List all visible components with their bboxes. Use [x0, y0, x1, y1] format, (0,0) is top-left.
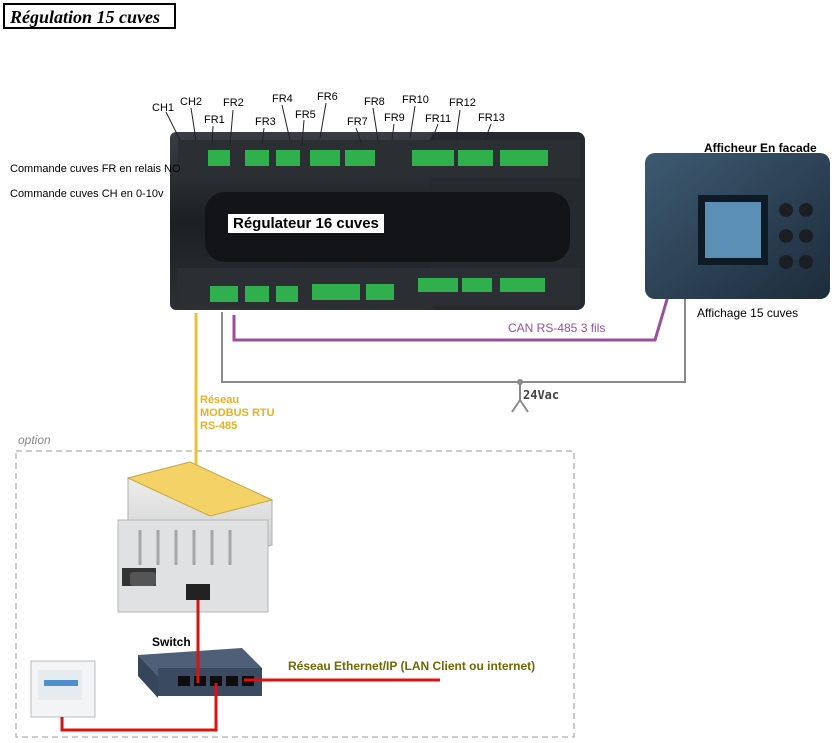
channel-label-fr1: FR1 [204, 114, 225, 126]
bottom-terminals [210, 278, 545, 302]
channel-label-fr7: FR7 [347, 116, 368, 128]
channel-label-fr10: FR10 [402, 94, 429, 106]
power-wires [221, 298, 686, 413]
note-analog: Commande cuves CH en 0-10v [10, 188, 164, 200]
network-switch [138, 648, 262, 698]
channel-label-fr9: FR9 [384, 112, 405, 124]
channel-label-fr12: FR12 [449, 97, 476, 109]
channel-label-ch2: CH2 [180, 96, 203, 108]
option-label: option [18, 433, 51, 447]
modbus-label: Réseau MODBUS RTU RS-485 [200, 394, 275, 433]
channel-label-fr2: FR2 [223, 97, 244, 109]
channel-label-fr13: FR13 [478, 112, 505, 124]
channel-label-ch1: CH1 [152, 102, 175, 114]
channel-label-fr3: FR3 [255, 116, 276, 128]
power-label: 24Vac [523, 388, 560, 402]
controller-label: Régulateur 16 cuves [228, 214, 384, 233]
title-box: Régulation 15 cuves [3, 3, 176, 29]
front-display [645, 153, 830, 299]
modbus-label-line2: MODBUS RTU [200, 407, 275, 419]
display-title: Afficheur En facade [704, 141, 817, 155]
page-title: Régulation 15 cuves [10, 7, 161, 27]
power-junction [517, 379, 523, 385]
display-subtitle: Affichage 15 cuves [697, 306, 799, 320]
modbus-label-line1: Réseau [200, 394, 240, 406]
modbus-label-line3: RS-485 [200, 420, 238, 432]
channel-label-fr6: FR6 [317, 91, 338, 103]
ethernet-label: Réseau Ethernet/IP (LAN Client ou intern… [288, 659, 535, 673]
note-relay: Commande cuves FR en relais NO [10, 163, 181, 175]
ethernet-label-client: (LAN Client ou internet) [400, 659, 536, 673]
top-terminals [208, 150, 548, 166]
can-wire [232, 295, 670, 342]
channel-leaders [165, 102, 492, 146]
gateway-module [117, 461, 274, 613]
switch-label: Switch [152, 635, 191, 649]
ethernet-cables [60, 600, 440, 732]
channel-label-fr5: FR5 [295, 109, 316, 121]
channel-label-fr8: FR8 [364, 96, 385, 108]
touch-panel [30, 660, 96, 718]
can-label: CAN RS-485 3 fils [508, 321, 606, 335]
ethernet-label-network: Réseau Ethernet/IP [288, 659, 398, 673]
channel-label-fr4: FR4 [272, 93, 293, 105]
channel-label-fr11: FR11 [425, 113, 452, 125]
option-frame [15, 450, 575, 738]
